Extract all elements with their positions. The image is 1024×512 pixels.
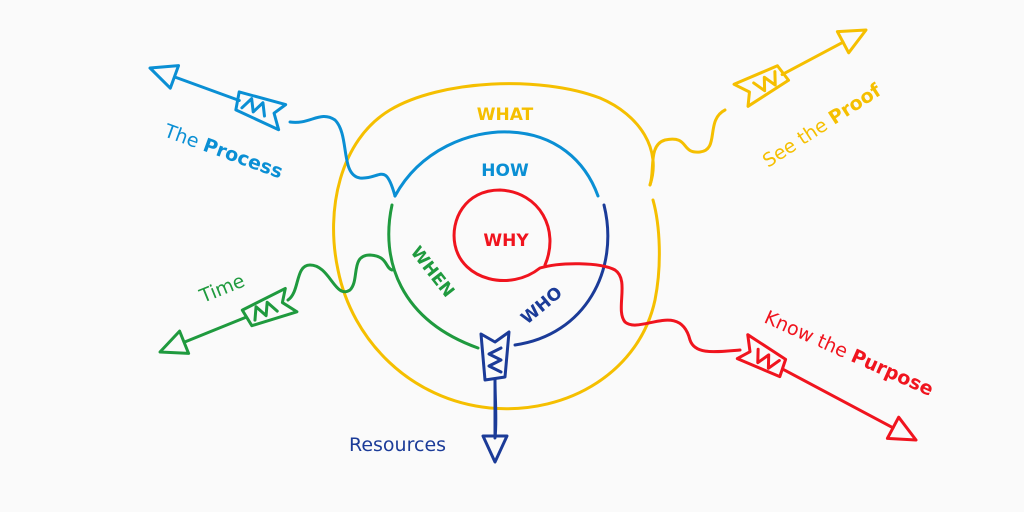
process-connector: [288, 115, 397, 198]
what-label: WHAT: [477, 105, 534, 125]
when-label: WHEN: [406, 243, 458, 302]
when-arc: [387, 203, 480, 350]
proof-connector: [648, 108, 727, 187]
why-circle: [452, 188, 742, 354]
resources-label: Resources: [349, 434, 446, 456]
how-label: HOW: [481, 161, 529, 181]
proof-arrow: [732, 28, 868, 108]
who-arc: [513, 203, 610, 347]
time-connector: [286, 253, 394, 302]
proof-label: See the Proof: [759, 79, 886, 172]
what-ring: [332, 82, 661, 411]
purpose-arrow: [735, 333, 918, 442]
how-arc: [393, 130, 600, 198]
who-label: WHO: [517, 283, 566, 329]
process-arrow: [148, 64, 288, 132]
time-label: Time: [196, 270, 248, 308]
process-label: The Process: [160, 120, 285, 184]
time-arrow: [158, 286, 299, 355]
why-label: WHY: [483, 231, 529, 251]
purpose-label: Know the Purpose: [761, 306, 937, 400]
resources-arrow: [479, 330, 511, 464]
